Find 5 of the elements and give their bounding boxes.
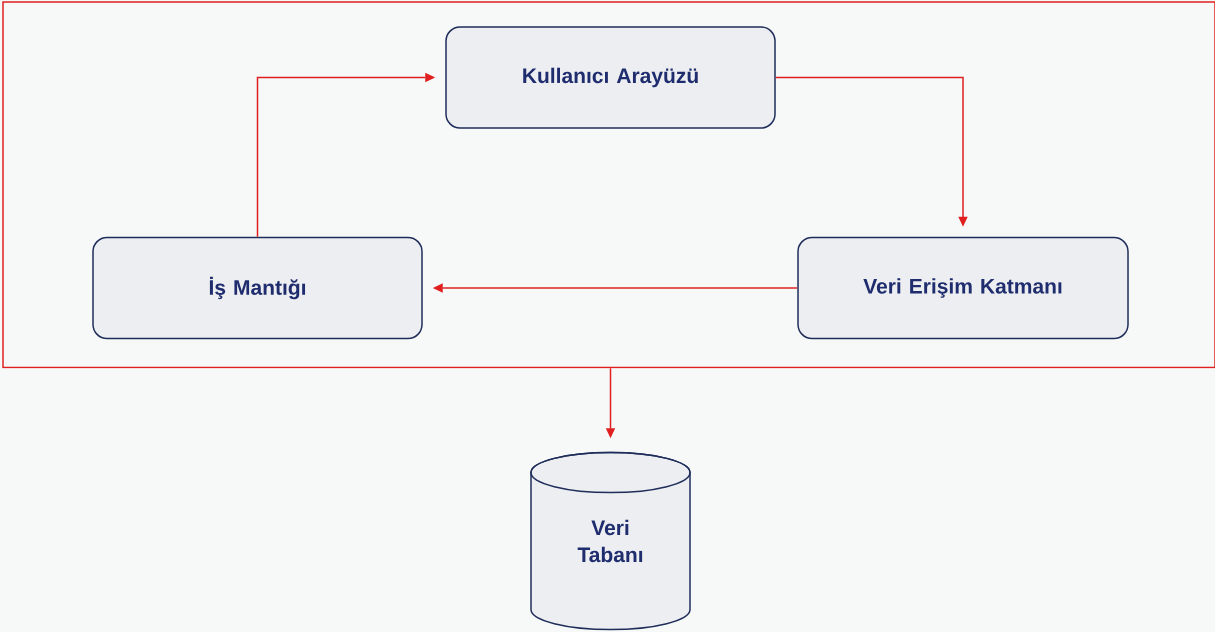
process-box: Kullanıcı Arayüzü bbox=[445, 26, 776, 129]
process-box: İş Mantığı bbox=[92, 236, 423, 340]
process-box: Veri Erişim Katmanı bbox=[797, 236, 1129, 340]
database-cylinder: Veri Tabanı bbox=[530, 451, 691, 631]
frame-box bbox=[2, 1, 1215, 369]
